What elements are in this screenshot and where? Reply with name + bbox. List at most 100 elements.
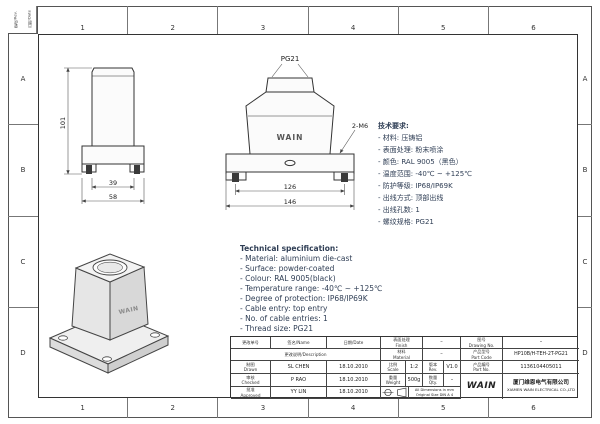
grid-row-label: C — [578, 215, 592, 307]
part-code-label: 产品型号 Part Code — [461, 349, 503, 361]
grid-band-top: 1 2 3 4 5 6 — [38, 6, 578, 34]
approved-label: 批准 Approved — [231, 387, 271, 399]
side-view: PG21 WAIN 2-M6 126 146 — [225, 55, 368, 210]
front-dimension-lines — [64, 67, 145, 204]
front-dim-inner: 39 — [109, 179, 117, 187]
drawing-no-value: – — [503, 337, 579, 349]
thread-leader-lines — [271, 63, 309, 78]
qty-value: – — [444, 374, 461, 387]
thread-size-label: PG21 — [281, 55, 300, 63]
side-bolt-left — [232, 173, 239, 182]
front-bolt-right — [134, 165, 140, 174]
grid-col-label: 3 — [217, 398, 307, 418]
front-dim-height: 101 — [59, 117, 67, 129]
spec-en-title: Technical specification: — [240, 244, 339, 253]
spec-en-item: - Colour: RAL 9005(black) — [240, 274, 336, 283]
material-label: 材料 Material — [381, 349, 423, 361]
front-dim-outer: 58 — [109, 193, 117, 201]
finish-value: – — [423, 337, 461, 349]
weight-value: 500g — [406, 374, 423, 387]
grid-row-label: B — [578, 124, 592, 215]
spec-en-item: - No. of cable entries: 1 — [240, 314, 328, 323]
finish-label: 表面处理 Finish — [381, 337, 423, 349]
spec-en-item: - Cable entry: top entry — [240, 304, 328, 313]
spec-cn-item: - 表面处理: 粉末喷涂 — [378, 146, 444, 154]
company-logo: WAIN — [461, 374, 503, 399]
grid-row-label: A — [20, 75, 26, 84]
grid-col-label: 4 — [307, 398, 398, 418]
grid-row-label: A — [582, 75, 588, 84]
checked-date: 18.10.2010 — [327, 374, 381, 387]
side-brand-text: WAIN — [277, 133, 304, 142]
grid-band-left: A B C D — [8, 34, 38, 398]
grid-row-label: C — [8, 215, 38, 307]
rev-no-header: 更改单号 — [231, 337, 271, 349]
spec-cn-item: - 出线方式: 顶部出线 — [378, 194, 444, 202]
approved-name: YY LIN — [271, 387, 327, 399]
spec-cn-item: - 螺纹规格: PG21 — [378, 218, 434, 226]
dims-note: All Dimensions in mm Original Size DIN A… — [409, 387, 461, 399]
grid-row-label: D — [8, 306, 38, 398]
spec-en-item: - Surface: powder-coated — [240, 264, 335, 273]
spec-block-cn: 技术要求: - 材料: 压铸铝 - 表面处理: 粉末喷涂 - 颜色: RAL 9… — [378, 120, 563, 228]
scale-value: 1:2 — [406, 361, 423, 374]
spec-cn-item: - 颜色: RAL 9005（黑色） — [378, 158, 463, 166]
side-dimension-lines — [225, 174, 355, 210]
rev-label: 版本 Rev. — [423, 361, 444, 374]
grid-row-label: B — [8, 124, 38, 215]
spec-en-item: - Thread size: PG21 — [240, 324, 314, 333]
description-header: 更改说明/Description — [231, 349, 381, 361]
side-view-outline — [225, 77, 355, 181]
front-bolt-left — [86, 165, 92, 174]
grid-col-label: 1 — [80, 24, 85, 32]
company-name-cn: 厦门维恩电气有限公司 — [513, 380, 569, 387]
drawn-date: 18.10.2010 — [327, 361, 381, 374]
scale-label: 比例 Scale — [381, 361, 406, 374]
title-block: 更改单号 签名/Name 日期/Date 更改说明/Description 制图… — [230, 336, 579, 399]
spec-en-item: - Temperature range: -40℃ ~ +125℃ — [240, 284, 383, 293]
revision-corner-box: 更改/Rev. 日期/Date — [8, 6, 38, 34]
grid-col-label: 1 — [80, 404, 85, 412]
isometric-view: WAIN — [48, 253, 170, 374]
date-col-label: 日期/Date — [22, 6, 37, 33]
revision-col-label: 更改/Rev. — [12, 11, 18, 28]
grid-col-label: 5 — [397, 6, 488, 34]
grid-band-bottom: 1 2 3 4 5 6 — [38, 398, 578, 418]
side-dim-outer: 146 — [284, 198, 296, 206]
outer-border — [8, 6, 592, 418]
projection-symbol-icon — [382, 387, 406, 398]
material-value: – — [423, 349, 461, 361]
grid-col-label: 5 — [397, 398, 488, 418]
side-bolt-right — [341, 173, 348, 182]
grid-band-right: A B C D — [578, 34, 592, 398]
grid-col-label: 3 — [217, 6, 307, 34]
drawing-no-label: 图号 Drawing No. — [461, 337, 503, 349]
spec-cn-item: - 温度范围: -40℃ ~ +125℃ — [378, 170, 473, 178]
date-header: 日期/Date — [327, 337, 381, 349]
company-cell: 厦门维恩电气有限公司 XIAMEN WAIN ELECTRICAL CO.,LT… — [503, 374, 579, 399]
checked-label: 审核 Checked — [231, 374, 271, 387]
spec-cn-item: - 防护等级: IP68/IP69K — [378, 182, 453, 190]
spec-en-item: - Degree of protection: IP68/IP69K — [240, 294, 368, 303]
iso-brand-text: WAIN — [118, 305, 139, 316]
drawn-name: SL CHEN — [271, 361, 327, 374]
name-header: 签名/Name — [271, 337, 327, 349]
drawn-label: 制图 Drawn — [231, 361, 271, 374]
spec-en-item: - Material: aluminium die-cast — [240, 254, 353, 263]
grid-col-label: 4 — [307, 6, 398, 34]
spec-cn-title: 技术要求: — [378, 122, 409, 130]
part-code-value: HP10B/H-TEH-2T-PG21 — [503, 349, 579, 361]
grid-row-label: D — [578, 306, 592, 398]
iso-body — [71, 253, 149, 341]
company-name-en: XIAMEN WAIN ELECTRICAL CO.,LTD — [507, 387, 575, 393]
screw-spec-label: 2-M6 — [352, 122, 368, 130]
part-no-value: 1136104405011 — [503, 361, 579, 374]
front-view-outline — [81, 67, 145, 173]
iso-gland-bore — [97, 261, 123, 274]
rev-value: V1.0 — [444, 361, 461, 374]
approved-date: 18.10.2010 — [327, 387, 381, 399]
projection-symbol — [381, 387, 409, 399]
grid-col-label: 6 — [487, 6, 578, 34]
spec-cn-item: - 材料: 压铸铝 — [378, 134, 423, 142]
